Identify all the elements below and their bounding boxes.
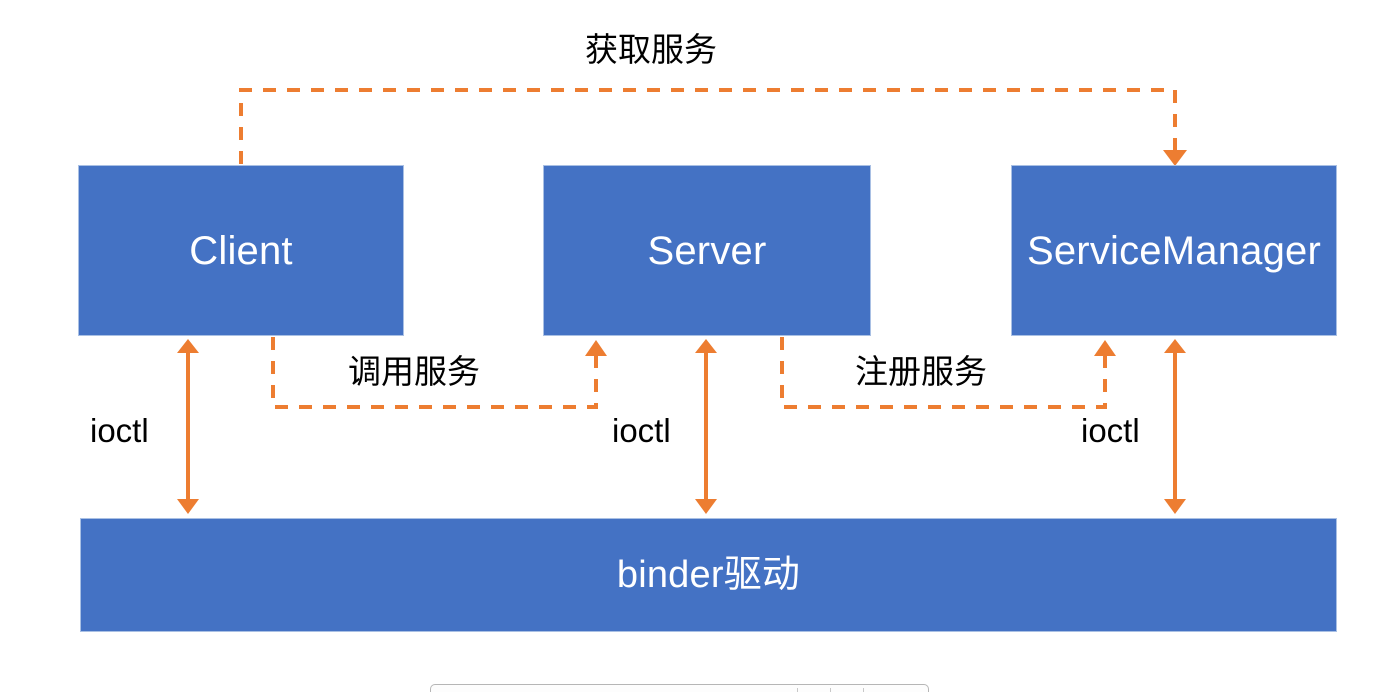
node-server[interactable]: Server (543, 165, 871, 336)
node-service-manager[interactable]: ServiceManager (1011, 165, 1337, 336)
edge-label-register-service: 注册服务 (855, 353, 987, 390)
edge-label-call-service: 调用服务 (348, 353, 480, 390)
node-binder-driver-label: binder驱动 (616, 554, 801, 596)
toolbar-divider-2 (830, 688, 831, 692)
node-binder-driver[interactable]: binder驱动 (80, 518, 1337, 632)
edge-ioctl-server (695, 339, 717, 514)
node-server-label: Server (647, 228, 767, 273)
edge-ioctl-client (177, 339, 199, 514)
bottom-toolbar[interactable] (430, 684, 929, 692)
edge-label-get-service: 获取服务 (585, 31, 717, 68)
edge-label-ioctl-client: ioctl (90, 412, 149, 449)
edge-ioctl-service-manager (1164, 339, 1186, 514)
node-service-manager-label: ServiceManager (1026, 228, 1322, 273)
node-client-label: Client (189, 228, 293, 273)
toolbar-divider-3 (863, 688, 864, 692)
edge-label-ioctl-server: ioctl (612, 412, 671, 449)
edge-label-ioctl-service-manager: ioctl (1081, 412, 1140, 449)
edge-get-service (239, 88, 1187, 166)
node-client[interactable]: Client (78, 165, 404, 336)
toolbar-divider-1 (797, 688, 798, 692)
